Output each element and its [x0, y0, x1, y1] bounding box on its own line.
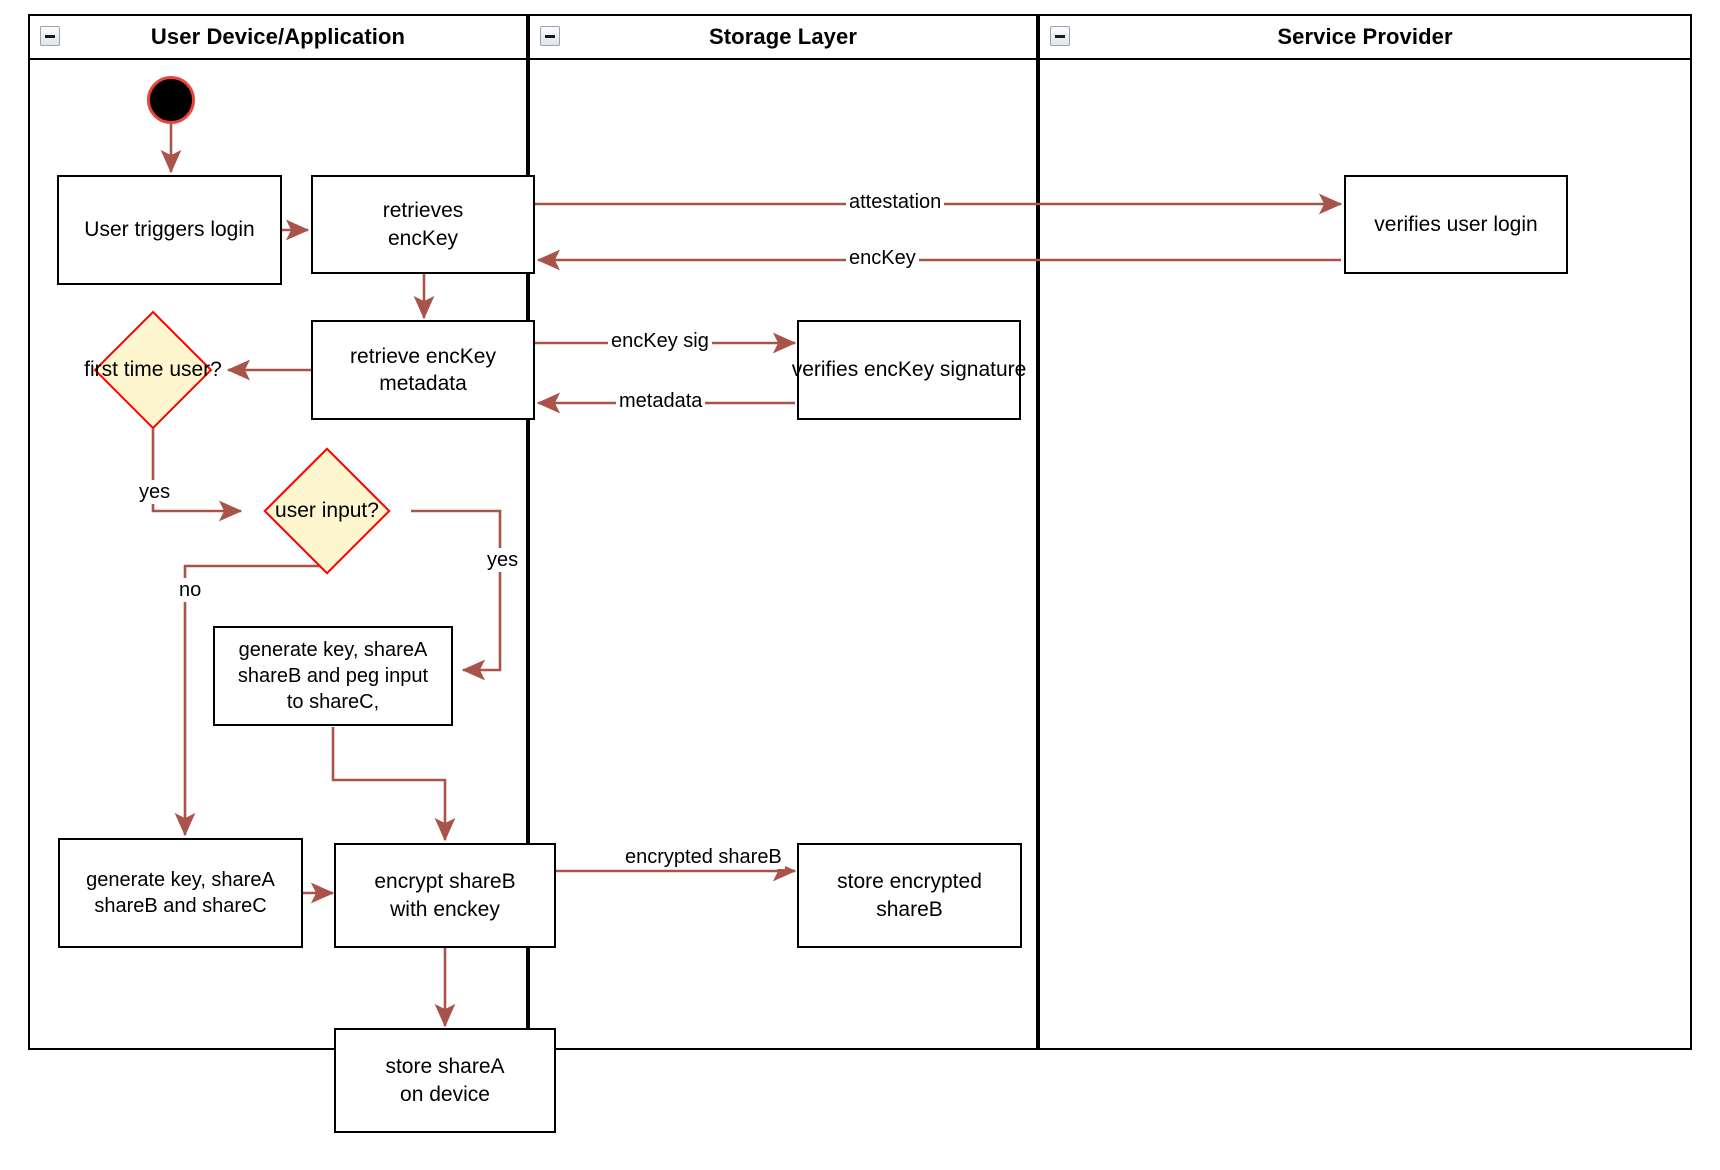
- node-verifies-user-login[interactable]: verifies user login: [1344, 175, 1568, 274]
- node-label-line-2: on device: [400, 1082, 490, 1106]
- node-generate-key-peg-input[interactable]: generate key, shareA shareB and peg inpu…: [213, 626, 453, 726]
- decision-user-input[interactable]: user input?: [243, 447, 411, 575]
- edge-label-metadata: metadata: [616, 389, 706, 413]
- node-label-line-2: with enckey: [390, 897, 500, 921]
- swimlane-header-storage-layer: Storage Layer: [530, 16, 1036, 60]
- decision-first-time-user[interactable]: first time user?: [78, 310, 228, 430]
- edge-label-line-1: encrypted: [625, 846, 713, 868]
- node-label-line-1: retrieve encKey: [350, 344, 496, 368]
- node-label-line-2: metadata: [379, 372, 467, 395]
- node-label-line-2: encKey: [387, 226, 459, 250]
- node-label: verifies user login: [1374, 212, 1538, 236]
- swimlane-title-service-provider: Service Provider: [1277, 24, 1453, 49]
- node-label-line-1: store shareA: [385, 1055, 505, 1079]
- node-store-encrypted-shareb[interactable]: store encrypted shareB: [797, 843, 1022, 948]
- node-label-line-1: generate key, shareA: [86, 869, 275, 891]
- node-label-line-1: generate key, shareA: [238, 639, 428, 661]
- node-label-line-2: shareB and shareC: [94, 895, 267, 917]
- node-label-line-1: store encrypted: [837, 870, 982, 894]
- edge-label-line-2: shareB: [718, 846, 782, 868]
- swimlane-header-user-device: User Device/Application: [30, 16, 526, 60]
- node-generate-key-shares[interactable]: generate key, shareA shareB and shareC: [58, 838, 303, 948]
- node-retrieve-enckey-metadata[interactable]: retrieve encKey metadata: [311, 320, 535, 420]
- node-label-line-2: shareB and peg input: [237, 665, 429, 687]
- edge-label-enckey-sig: encKey sig: [608, 329, 712, 353]
- node-user-triggers-login[interactable]: User triggers login: [57, 175, 282, 285]
- node-label-line-1: encrypt shareB: [374, 870, 516, 894]
- node-label: verifies encKey signature: [791, 358, 1027, 382]
- node-label-line-1: retrieves: [382, 199, 464, 223]
- node-encrypt-shareb[interactable]: encrypt shareB with enckey: [334, 843, 556, 948]
- node-retrieves-enckey[interactable]: retrieves encKey: [311, 175, 535, 274]
- swimlane-header-service-provider: Service Provider: [1040, 16, 1690, 60]
- edge-label-attestation: attestation: [846, 190, 945, 214]
- edge-label-yes-user-input: yes: [484, 548, 522, 572]
- node-verifies-enckey-signature[interactable]: verifies encKey signature: [792, 320, 1026, 420]
- node-label: User triggers login: [84, 218, 255, 242]
- swimlane-title-storage-layer: Storage Layer: [708, 24, 858, 49]
- collapse-minus-icon[interactable]: [1050, 26, 1070, 46]
- initial-node[interactable]: [147, 76, 195, 124]
- collapse-minus-icon[interactable]: [40, 26, 60, 46]
- edge-label-encrypted-shareb: encrypted shareB: [622, 845, 785, 869]
- edge-label-yes-first-time: yes: [136, 480, 174, 504]
- collapse-minus-icon[interactable]: [540, 26, 560, 46]
- edge-label-enckey: encKey: [846, 246, 919, 270]
- swimlane-user-device: User Device/Application: [28, 14, 528, 1050]
- node-label-line-3: to shareC,: [286, 691, 380, 713]
- node-label-line-2: shareB: [876, 897, 943, 921]
- swimlane-title-user-device: User Device/Application: [150, 24, 406, 49]
- node-store-sharea-on-device[interactable]: store shareA on device: [334, 1028, 556, 1133]
- swimlane-storage-layer: Storage Layer: [528, 14, 1038, 1050]
- edge-label-no-user-input: no: [176, 578, 205, 602]
- swimlane-service-provider: Service Provider: [1038, 14, 1692, 1050]
